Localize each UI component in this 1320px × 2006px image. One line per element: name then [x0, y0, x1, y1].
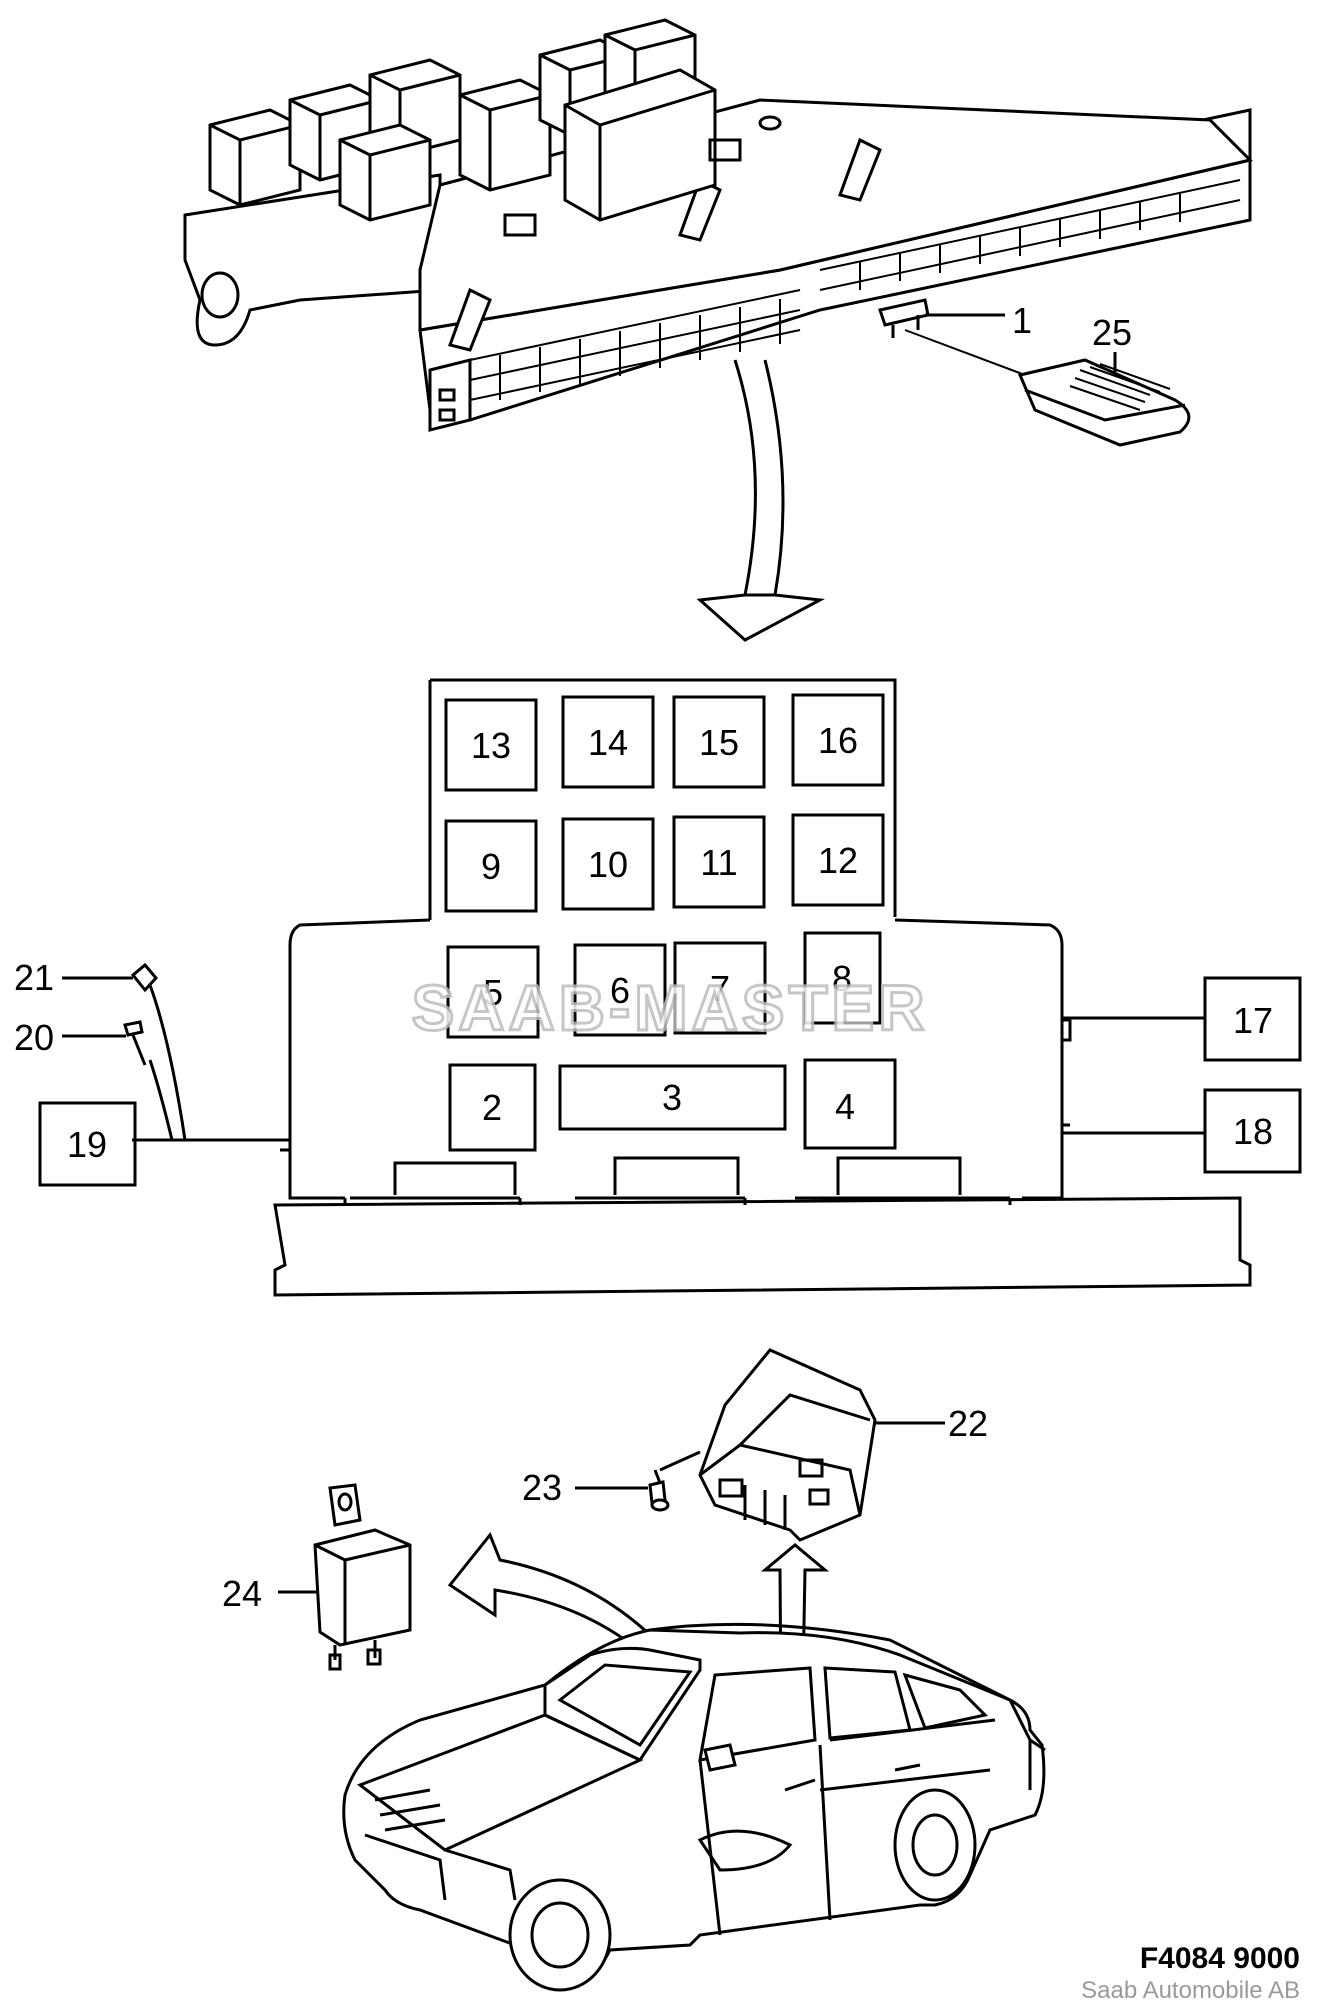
slot-label: 15 — [699, 722, 739, 763]
relay-slot-4: 4 — [803, 1058, 897, 1150]
callout-21: 21 — [14, 957, 54, 998]
callout-label: 17 — [1233, 1000, 1273, 1041]
callout-label: 19 — [67, 1124, 107, 1165]
screw-23 — [575, 1450, 701, 1512]
callout-22: 22 — [948, 1403, 988, 1444]
slot-label: 9 — [481, 846, 501, 887]
slot-label: 10 — [588, 844, 628, 885]
relay-slot-12: 12 — [791, 813, 885, 907]
callout-20: 20 — [14, 1017, 54, 1058]
callout-17: 17 — [1203, 976, 1302, 1062]
relay-24 — [278, 1483, 412, 1671]
slot-label: 7 — [710, 968, 730, 1009]
callout-18: 18 — [1203, 1088, 1302, 1174]
callout-label: 18 — [1233, 1111, 1273, 1152]
callout-24: 24 — [222, 1573, 262, 1614]
relay-slot-7: 7 — [673, 941, 767, 1035]
relay-box-layout: 13 14 15 16 9 10 11 12 — [14, 678, 1302, 1297]
relay-22 — [698, 1348, 945, 1542]
slot-label: 3 — [662, 1077, 682, 1118]
slot-label: 5 — [483, 972, 503, 1013]
relay-slot-6: 6 — [573, 943, 667, 1037]
relay-slot-3: 3 — [558, 1064, 787, 1131]
slot-label: 11 — [700, 842, 737, 883]
relay-slot-16: 16 — [791, 693, 885, 787]
watermark: SAAB-MASTER — [412, 972, 929, 1044]
callout-25: 25 — [1092, 312, 1132, 353]
callout-23: 23 — [522, 1467, 562, 1508]
relay-slot-13: 13 — [444, 698, 538, 792]
slot-label: 16 — [818, 720, 858, 761]
relay-slot-2: 2 — [448, 1063, 537, 1152]
car-illustration — [342, 1622, 1046, 1992]
slot-label: 8 — [832, 958, 852, 999]
figure-code: F4084 9000 — [1140, 1942, 1300, 1975]
relay-slot-5: 5 — [446, 945, 540, 1039]
relay-slot-15: 15 — [672, 695, 766, 789]
relay-slot-14: 14 — [561, 695, 655, 789]
relay-slot-9: 9 — [444, 819, 538, 913]
relay-box-3d — [183, 18, 1253, 642]
callout-1: 1 — [1012, 300, 1032, 341]
slot-label: 14 — [588, 722, 628, 763]
slot-label: 13 — [471, 725, 511, 766]
slot-label: 12 — [818, 840, 858, 881]
slot-label: 6 — [610, 970, 630, 1011]
slot-label: 2 — [482, 1087, 502, 1128]
slot-label: 4 — [835, 1086, 855, 1127]
copyright-text: Saab Automobile AB — [1081, 1977, 1300, 2004]
relay-slot-11: 11 — [672, 815, 766, 909]
relay-slot-10: 10 — [561, 817, 655, 911]
relay-slot-8: 8 — [803, 931, 882, 1025]
callout-19: 19 — [38, 1101, 137, 1187]
